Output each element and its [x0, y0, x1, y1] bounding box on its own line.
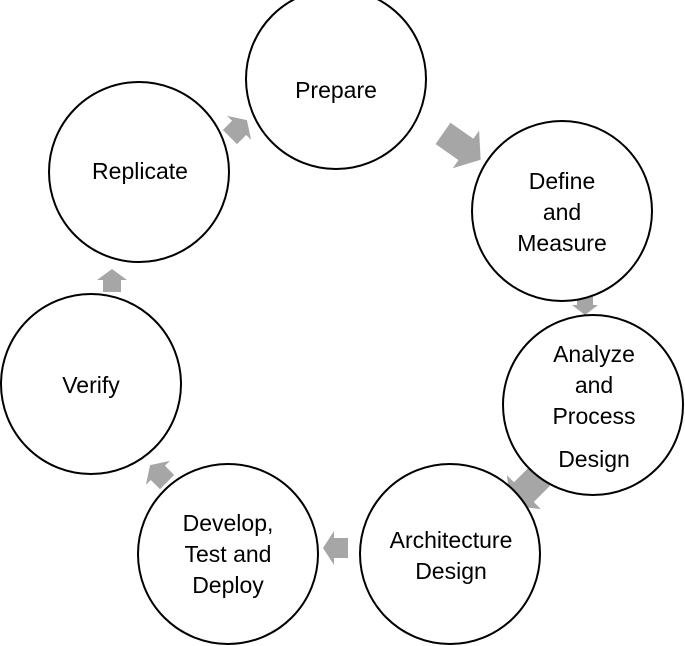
node-replicate: Replicate: [48, 81, 230, 263]
arrow-prepare-to-define-icon: [435, 122, 481, 169]
develop-label-line-3: Deploy: [192, 572, 264, 598]
analyze-label-line-4: Design: [558, 446, 630, 472]
define-label-line-1: Define: [529, 168, 595, 194]
architecture-label-line-1: Architecture: [390, 527, 513, 553]
arrow-architecture-to-develop-icon: [323, 531, 348, 565]
define-label-line-2: and: [543, 199, 581, 225]
define-and-measure-circle: [471, 120, 653, 302]
node-define-and-measure: Define and Measure: [471, 120, 653, 302]
node-verify: Verify: [0, 293, 182, 475]
replicate-label: Replicate: [92, 158, 188, 184]
verify-circle: [0, 293, 182, 475]
analyze-label-line-3: Process: [552, 403, 635, 429]
develop-circle: [137, 463, 319, 645]
node-analyze-and-process-design: Analyze and Process Design: [502, 314, 684, 496]
architecture-circle: [359, 463, 541, 645]
node-prepare: Prepare: [245, 0, 427, 170]
node-develop-test-deploy: Develop, Test and Deploy: [137, 463, 319, 645]
analyze-label-line-2: and: [575, 372, 613, 398]
develop-label-line-1: Develop,: [183, 510, 274, 536]
develop-label-line-2: Test and: [185, 541, 272, 567]
define-label-line-3: Measure: [517, 230, 606, 256]
node-architecture-design: Architecture Design: [359, 463, 541, 645]
prepare-circle: [245, 0, 427, 170]
verify-label: Verify: [62, 372, 120, 398]
replicate-circle: [48, 81, 230, 263]
analyze-label-line-1: Analyze: [553, 341, 635, 367]
analyze-circle: [502, 314, 684, 496]
arrow-verify-to-replicate-icon: [97, 269, 127, 292]
architecture-label-line-2: Design: [415, 558, 487, 584]
prepare-label: Prepare: [295, 77, 377, 103]
